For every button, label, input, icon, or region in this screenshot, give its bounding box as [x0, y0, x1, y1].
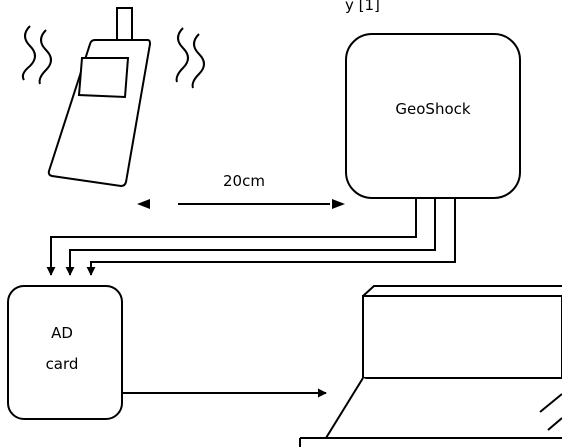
laptop-icon [300, 286, 562, 447]
signal-wires [51, 197, 455, 275]
mobile-phone-icon [49, 8, 150, 186]
ad-card-label-line2: card [46, 355, 79, 373]
ad-card-box [8, 286, 122, 419]
distance-label: 20cm [223, 172, 265, 190]
caption-fragment: y [1] [345, 0, 380, 14]
geoshock-label: GeoShock [395, 100, 470, 118]
ad-card-label-line1: AD [51, 324, 73, 342]
